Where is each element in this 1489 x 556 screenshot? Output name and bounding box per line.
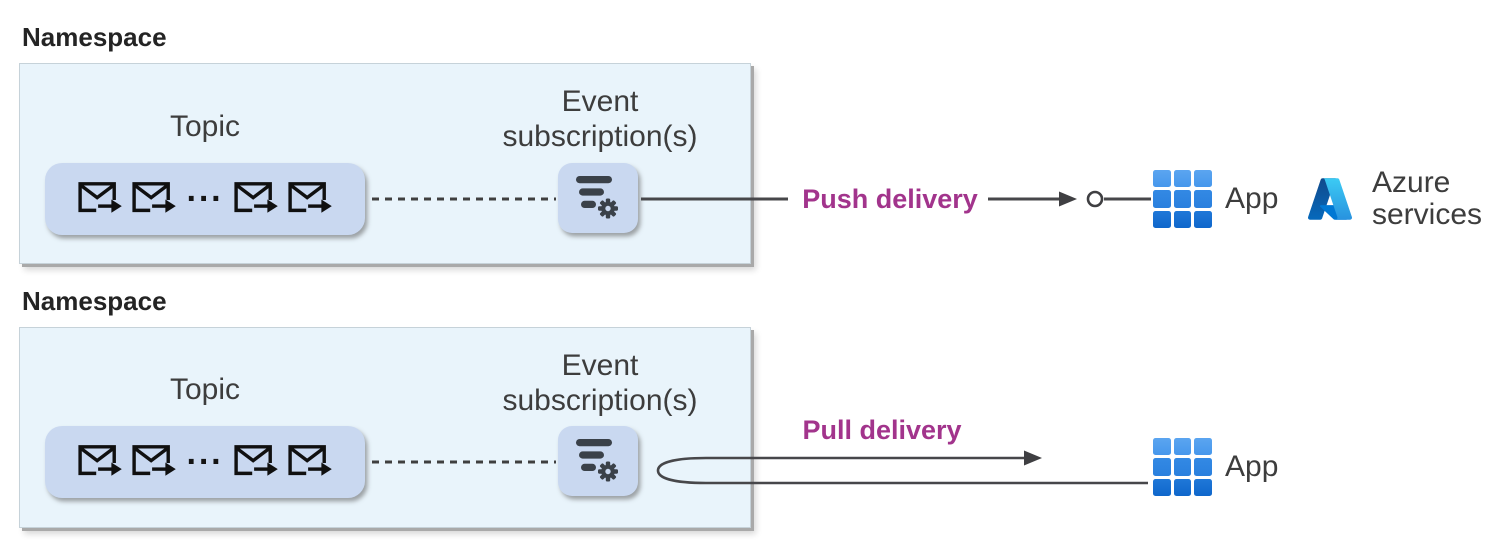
topic-pill: ··· [45,426,365,498]
event-subscription-label: Event subscription(s) [502,349,698,417]
app-grid-icon [1153,438,1212,496]
ellipsis-icon: ··· [186,443,224,481]
message-icon [131,444,177,480]
message-icon [77,444,123,480]
event-subscription-tile [558,426,638,496]
ellipsis-icon: ··· [186,180,224,218]
push-delivery-label: Push delivery [802,184,978,214]
message-icon [233,181,279,217]
filter-gear-icon [575,176,621,220]
namespace-heading: Namespace [22,286,167,316]
topic-label: Topic [169,373,241,406]
message-icon [131,181,177,217]
azure-services-group: Azure services [1306,166,1483,231]
azure-logo-icon [1307,178,1353,220]
message-icon [287,444,333,480]
app-group: App [1153,170,1278,228]
azure-services-label: Azure services [1372,166,1483,231]
topic-pill: ··· [45,163,365,235]
event-subscription-label: Event subscription(s) [502,85,698,153]
namespace-heading: Namespace [22,22,167,52]
pull-arrowhead-icon [1024,450,1042,466]
push-arrowhead-icon [1059,191,1077,207]
endpoint-circle-icon [1086,190,1104,208]
message-icon [287,181,333,217]
app-grid-icon [1153,170,1212,228]
message-icon [77,181,123,217]
filter-gear-icon [575,439,621,483]
event-subscription-tile [558,163,638,233]
app-group: App [1153,438,1278,496]
app-label: App [1225,182,1279,215]
topic-label: Topic [169,110,241,143]
message-icon [233,444,279,480]
pull-delivery-label: Pull delivery [802,415,962,445]
app-label: App [1225,450,1279,483]
